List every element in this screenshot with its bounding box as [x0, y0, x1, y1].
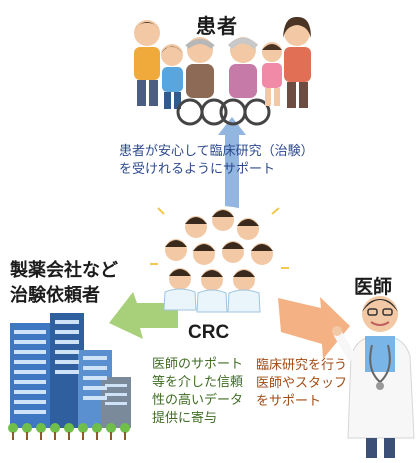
doctor-illustration — [332, 296, 415, 458]
sponsor-label: 製薬会社など 治験依頼者 — [10, 258, 118, 308]
sponsor-label-line: 治験依頼者 — [10, 285, 100, 306]
patient-support-line: を受けれるようにサポート — [119, 162, 276, 177]
crc-label: CRC — [188, 322, 230, 343]
sponsor-support-line: 医師のサポート — [152, 357, 244, 372]
sponsor-support-caption: 医師のサポート 等を介した信頼 性の高いデータ 提供に寄与 — [152, 356, 243, 428]
right-arrow — [278, 297, 350, 359]
sponsor-support-line: 等を介した信頼 — [152, 375, 244, 390]
doctor-support-line: 臨床研究を行う — [256, 358, 348, 373]
company-buildings-illustration — [8, 313, 131, 440]
sponsor-support-line: 提供に寄与 — [152, 411, 218, 426]
patients-group-illustration — [134, 16, 311, 126]
sponsor-label-line: 製薬会社など — [10, 260, 118, 281]
sponsor-support-line: 性の高いデータ — [152, 393, 244, 408]
doctor-label: 医師 — [354, 276, 393, 298]
doctor-support-line: 医師やスタッフ — [256, 376, 348, 391]
left-arrow — [109, 292, 178, 339]
up-arrow — [218, 117, 246, 215]
doctor-support-line: をサポート — [256, 394, 322, 409]
patient-support-line: 患者が安心して臨床研究（治験） — [119, 144, 314, 159]
patients-label: 患者 — [196, 14, 238, 38]
patient-support-caption: 患者が安心して臨床研究（治験） を受けれるようにサポート — [119, 143, 314, 179]
doctor-support-caption: 臨床研究を行う 医師やスタッフ をサポート — [256, 357, 347, 411]
crc-staff-illustration — [150, 206, 289, 313]
